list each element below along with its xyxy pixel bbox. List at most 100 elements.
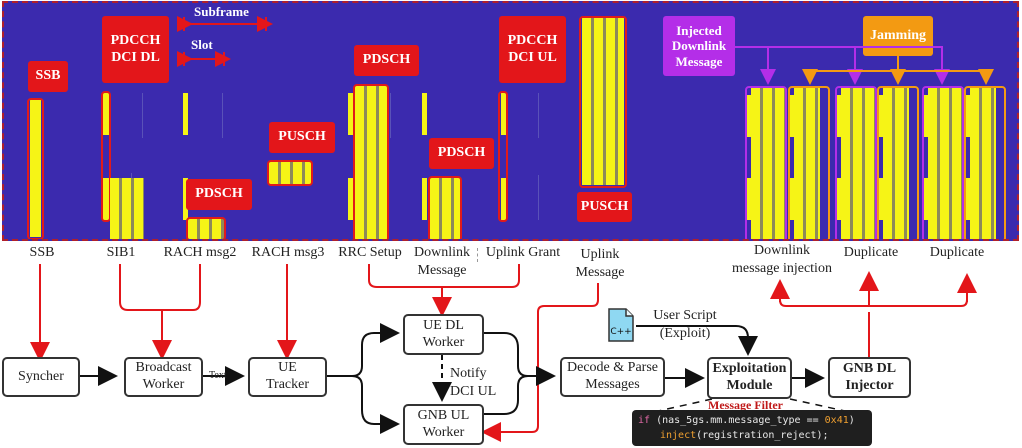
grid-line <box>390 93 391 138</box>
code-line-1: if (nas_5gs.mm.message_type == 0x41) <box>638 415 855 426</box>
arrow-ul-message <box>481 283 599 442</box>
pdsch-dl-msg-tag: PDSCH <box>429 138 494 169</box>
injected-downlink-message-tag: Injected Downlink Message <box>663 16 735 76</box>
grid-line <box>222 93 223 138</box>
rrc-setup-pdsch-signal <box>355 86 387 239</box>
burst-pdcch-signal <box>879 95 883 137</box>
pusch-ul-tag: PUSCH <box>577 192 632 222</box>
ul-grant-pdcch-signal <box>501 93 506 135</box>
pdcch-signal <box>103 93 109 135</box>
svg-text:C++: C++ <box>610 327 631 337</box>
injector-branch <box>779 275 968 307</box>
burst-pdcch-signal <box>879 178 883 220</box>
ssb-tag: SSB <box>28 61 68 92</box>
ul-grant-pdcch-signal <box>501 178 506 220</box>
dl-pdcch-signal <box>422 93 427 135</box>
sib1-pdsch-signal <box>110 178 144 239</box>
burst-pdcch-signal <box>924 95 928 137</box>
injection-highlight <box>922 86 964 239</box>
grid-line <box>142 93 143 138</box>
label-uplink-grant: Uplink Grant <box>485 245 561 260</box>
jamming-tag: Jamming <box>863 16 933 56</box>
jamming-highlight <box>877 86 919 239</box>
uplink-grant-highlight <box>498 91 508 222</box>
subframe-label: Subframe <box>194 4 249 19</box>
rach-msg2-highlight <box>186 217 226 239</box>
injected-burst-signal <box>751 88 785 239</box>
label-sib1: SIB1 <box>106 245 136 260</box>
text-edge-label: Text <box>209 370 227 381</box>
label-divider <box>477 248 478 262</box>
label-downlink-message: Downlink Message <box>414 245 470 278</box>
injected-burst-signal <box>841 88 875 239</box>
label-duplicate-1: Duplicate <box>843 245 899 260</box>
rach-msg2-pdcch-signal <box>183 93 188 135</box>
burst-pdcch-signal <box>790 95 794 137</box>
exploitation-module-block[interactable]: Exploitation Module <box>707 357 792 399</box>
pdsch-rrc-tag: PDSCH <box>354 45 419 76</box>
user-script-label: User Script (Exploit) <box>653 308 717 341</box>
arrow-dl-decode <box>484 332 556 386</box>
label-dl-injection: Downlink message injection <box>732 243 832 276</box>
ssb-highlight <box>27 98 44 239</box>
burst-pdcch-signal <box>924 178 928 220</box>
filter-code-block: if (nas_5gs.mm.message_type == 0x41) inj… <box>632 410 872 446</box>
rach-msg2-pdsch-signal <box>188 219 224 239</box>
arrow-ul-decode <box>484 375 529 415</box>
rach-msg3-pusch-signal <box>269 162 311 184</box>
cpp-file-icon: C++ <box>608 308 634 342</box>
injection-highlight <box>745 86 787 239</box>
burst-pdcch-signal <box>790 178 794 220</box>
jamming-highlight <box>964 86 1006 239</box>
dl-pdcch-signal <box>422 178 427 220</box>
decode-parse-block[interactable]: Decode & Parse Messages <box>560 357 665 397</box>
uplink-message-highlight <box>579 16 627 188</box>
pdcch-dci-ul-tag: PDCCH DCI UL <box>499 16 566 83</box>
label-rach-msg3: RACH msg3 <box>251 245 325 260</box>
ue-tracker-block[interactable]: UE Tracker <box>248 357 327 397</box>
label-rrc-setup: RRC Setup <box>338 245 402 260</box>
burst-pdcch-signal <box>837 178 841 220</box>
uplink-message-pusch-signal <box>582 18 624 185</box>
burst-pdcch-signal <box>747 178 751 220</box>
grid-line <box>538 93 539 138</box>
slot-label: Slot <box>191 37 213 52</box>
pdcch-dci-dl-tag: PDCCH DCI DL <box>102 16 169 83</box>
bracket-rrc-ul-grant <box>368 264 520 288</box>
gnb-dl-injector-block[interactable]: GNB DL Injector <box>828 357 911 398</box>
ue-dl-worker-block[interactable]: UE DL Worker <box>403 314 484 355</box>
message-filter-label: Message Filter <box>708 398 783 412</box>
spectrogram-panel: SSB PDCCH DCI DL Subframe Slot PDSCH PUS… <box>2 1 1019 241</box>
arrow-script-exploit <box>636 325 758 356</box>
gnb-ul-worker-block[interactable]: GNB UL Worker <box>403 404 484 445</box>
burst-pdcch-signal <box>966 95 970 137</box>
grid-line <box>538 175 539 220</box>
label-uplink-message: Uplink Message <box>575 247 625 280</box>
rach-msg2-pdcch-signal <box>183 178 188 220</box>
rach-msg3-highlight <box>267 160 313 186</box>
spectrogram-arrows <box>177 16 994 85</box>
burst-pdcch-signal <box>966 178 970 220</box>
arrow-tracker-dl <box>327 323 400 377</box>
label-rach-msg2: RACH msg2 <box>163 245 237 260</box>
pusch-msg3-tag: PUSCH <box>269 122 335 153</box>
downlink-message-highlight <box>428 176 462 239</box>
label-duplicate-2: Duplicate <box>929 245 985 260</box>
rrc-setup-highlight <box>353 84 389 239</box>
arrow-tracker-ul <box>351 375 400 434</box>
downlink-message-pdsch-signal <box>430 178 460 239</box>
pdsch-msg2-tag: PDSCH <box>186 179 252 210</box>
syncher-block[interactable]: Syncher <box>2 357 80 397</box>
injection-highlight <box>835 86 877 239</box>
jamming-burst-signal <box>794 88 820 239</box>
bracket-sib1-msg2 <box>119 264 201 311</box>
jamming-highlight <box>788 86 830 239</box>
broadcast-worker-block[interactable]: Broadcast Worker <box>124 357 203 397</box>
burst-pdcch-signal <box>837 95 841 137</box>
rrc-pdcch-signal <box>348 93 353 135</box>
code-line-2: inject(registration_reject); <box>660 429 829 441</box>
jamming-burst-signal <box>883 88 909 239</box>
label-ssb: SSB <box>29 245 55 260</box>
jamming-burst-signal <box>970 88 996 239</box>
